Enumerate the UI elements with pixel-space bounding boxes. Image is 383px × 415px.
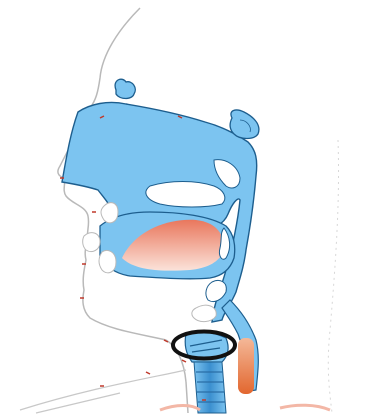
sphenoid-sinus — [115, 79, 135, 98]
turbinate-upper — [146, 182, 225, 208]
trachea — [194, 362, 226, 413]
lower-incisor — [99, 250, 116, 272]
lip-front — [83, 233, 100, 252]
hyoid — [192, 305, 216, 321]
pituitary-region — [230, 110, 259, 139]
esophagus — [238, 338, 254, 394]
posterior-neck-outline — [328, 140, 338, 413]
shoulder-outline — [20, 370, 186, 413]
upper-incisor — [101, 203, 118, 223]
clavicle-hint — [160, 405, 330, 410]
